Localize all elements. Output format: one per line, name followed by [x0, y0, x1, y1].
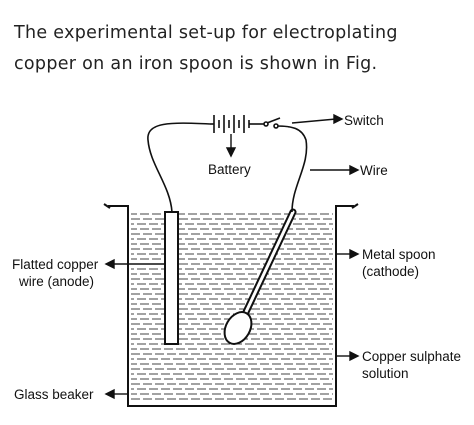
anode-label-line-1: Flatted copper: [12, 257, 99, 272]
spoon-arrow: [336, 248, 360, 260]
caption-line-2: copper on an iron spoon is shown in Fig.: [14, 54, 378, 74]
switch-label: Switch: [344, 113, 384, 128]
spoon-label-line-1: Metal spoon: [362, 247, 436, 262]
beaker-arrow: [104, 388, 128, 400]
beaker-label: Glass beaker: [14, 387, 94, 402]
solution-label-line-2: solution: [362, 366, 409, 381]
wire: [147, 122, 308, 213]
solution-label-line-1: Copper sulphate: [362, 349, 461, 364]
wire-arrow: [310, 164, 360, 176]
anode-arrow: [104, 258, 165, 270]
caption-line-1: The experimental set-up for electroplati…: [14, 23, 398, 43]
solution-arrow: [336, 350, 360, 362]
wire-label: Wire: [360, 163, 388, 178]
caption-text: The experimental set-up for electroplati…: [14, 18, 464, 80]
copper-anode: [164, 211, 179, 345]
metal-spoon: [223, 208, 297, 345]
anode-label-line-2: wire (anode): [18, 274, 94, 289]
spoon-label-line-2: (cathode): [362, 264, 419, 279]
copper-sulphate-solution: [131, 213, 333, 400]
switch-arrow: [291, 113, 344, 125]
switch-icon: [258, 117, 281, 129]
battery-icon: [210, 115, 258, 133]
battery-label: Battery: [208, 162, 251, 177]
glass-beaker: [103, 203, 359, 407]
battery-arrow: [225, 134, 237, 158]
